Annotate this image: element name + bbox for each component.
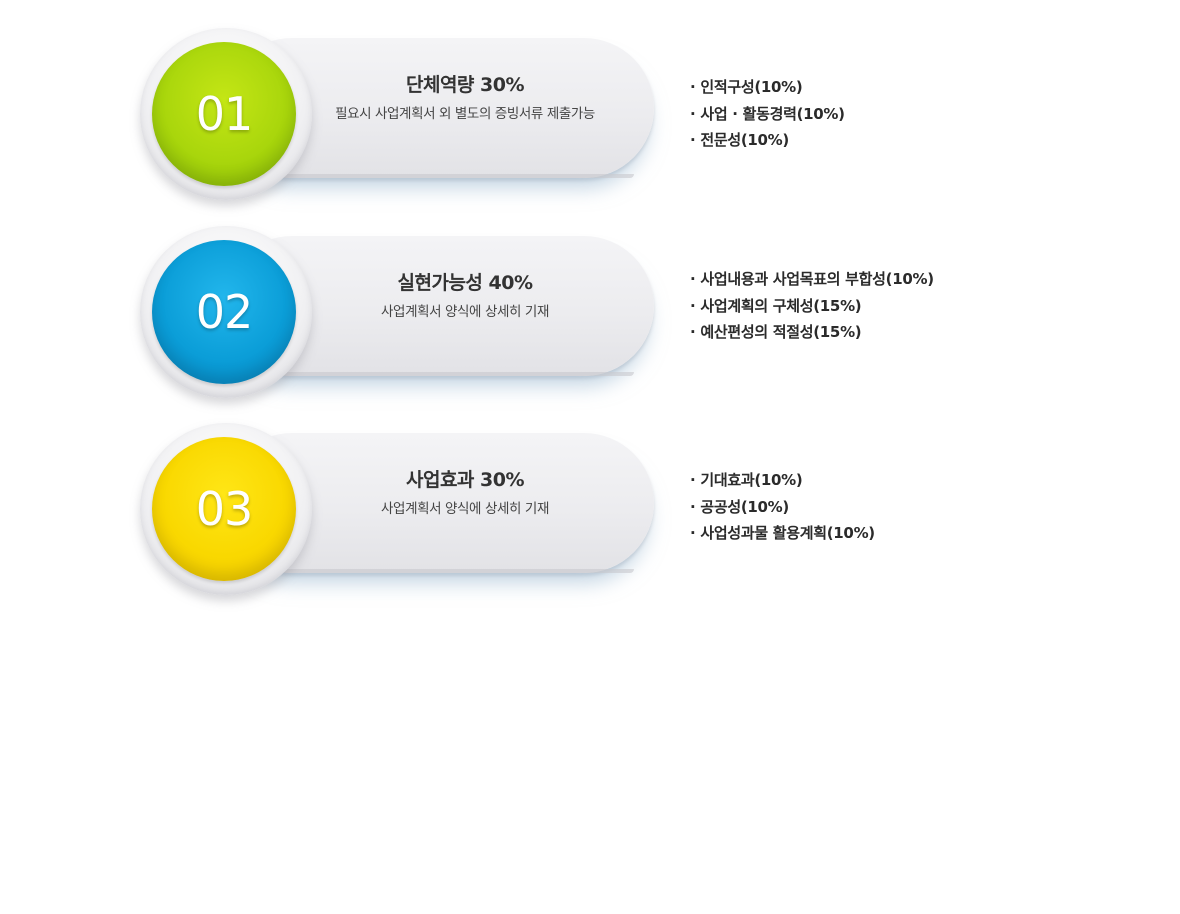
criteria-subtitle: 필요시 사업계획서 외 별도의 증빙서류 제출가능 <box>335 106 595 122</box>
detail-item: · 공공성(10%) <box>690 497 789 516</box>
criteria-title: 사업효과 30% <box>405 469 525 491</box>
criteria-item-1: 단체역량 30% 필요시 사업계획서 외 별도의 증빙서류 제출가능 01 · … <box>0 28 1180 228</box>
detail-item: · 전문성(10%) <box>690 131 789 149</box>
number-badge: 01 <box>140 28 312 200</box>
criteria-text: 실현가능성 40% 사업계획서 양식에 상세히 기재 <box>272 270 658 321</box>
criteria-item-2: 실현가능성 40% 사업계획서 양식에 상세히 기재 02 · 사업내용과 사업… <box>0 226 1180 426</box>
number-badge-circle: 03 <box>152 437 296 581</box>
detail-item: · 사업성과물 활용계획(10%) <box>690 524 875 542</box>
detail-item: · 예산편성의 적절성(15%) <box>690 323 862 341</box>
criteria-subtitle: 사업계획서 양식에 상세히 기재 <box>381 501 549 517</box>
badge-number: 03 <box>195 482 254 536</box>
number-badge: 03 <box>140 423 312 595</box>
badge-number: 02 <box>195 285 254 339</box>
detail-item: · 사업 · 활동경력(10%) <box>690 104 845 123</box>
detail-item: · 기대효과(10%) <box>690 471 803 489</box>
criteria-title: 실현가능성 40% <box>397 272 534 294</box>
criteria-details: · 기대효과(10%) · 공공성(10%) · 사업성과물 활용계획(10%) <box>690 467 875 547</box>
number-badge-circle: 01 <box>152 42 296 186</box>
criteria-details: · 인적구성(10%) · 사업 · 활동경력(10%) · 전문성(10%) <box>690 74 845 154</box>
criteria-item-3: 사업효과 30% 사업계획서 양식에 상세히 기재 03 · 기대효과(10%)… <box>0 423 1180 623</box>
criteria-title: 단체역량 30% <box>405 74 525 96</box>
number-badge-circle: 02 <box>152 240 296 384</box>
criteria-text: 단체역량 30% 필요시 사업계획서 외 별도의 증빙서류 제출가능 <box>272 72 658 123</box>
number-badge: 02 <box>140 226 312 398</box>
criteria-details: · 사업내용과 사업목표의 부합성(10%) · 사업계획의 구체성(15%) … <box>690 266 934 346</box>
detail-item: · 사업계획의 구체성(15%) <box>690 296 862 315</box>
detail-item: · 인적구성(10%) <box>690 78 803 96</box>
criteria-subtitle: 사업계획서 양식에 상세히 기재 <box>381 304 549 320</box>
criteria-text: 사업효과 30% 사업계획서 양식에 상세히 기재 <box>272 467 658 518</box>
detail-item: · 사업내용과 사업목표의 부합성(10%) <box>690 270 934 288</box>
badge-number: 01 <box>195 87 254 141</box>
